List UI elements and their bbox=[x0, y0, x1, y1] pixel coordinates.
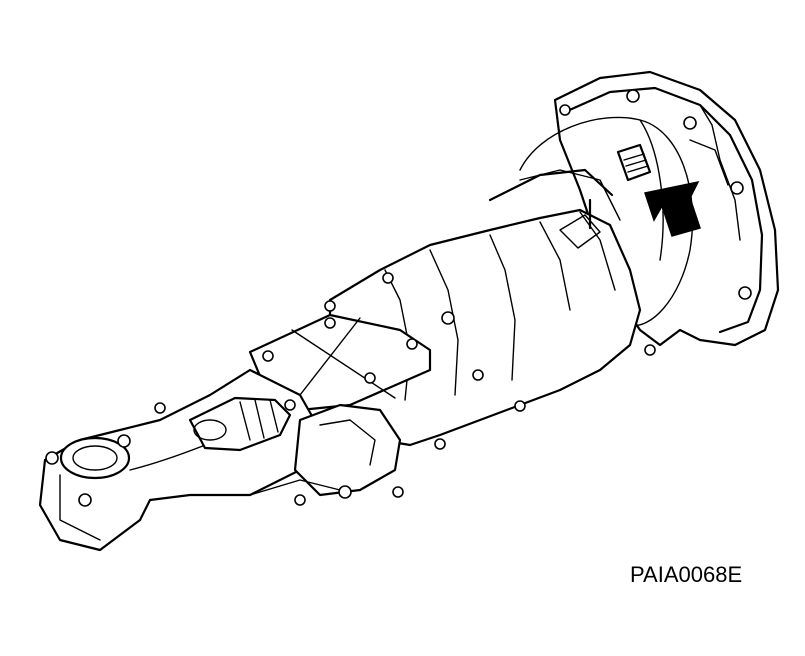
indicator-arrow-icon bbox=[644, 180, 701, 237]
extension-housing bbox=[38, 368, 322, 552]
top-cover bbox=[248, 313, 432, 412]
id-plate bbox=[616, 143, 652, 182]
lower-linkage bbox=[249, 399, 404, 506]
figure-code: PAIA0068E bbox=[630, 562, 743, 587]
main-case bbox=[324, 168, 642, 450]
shift-cylinder bbox=[188, 396, 292, 452]
